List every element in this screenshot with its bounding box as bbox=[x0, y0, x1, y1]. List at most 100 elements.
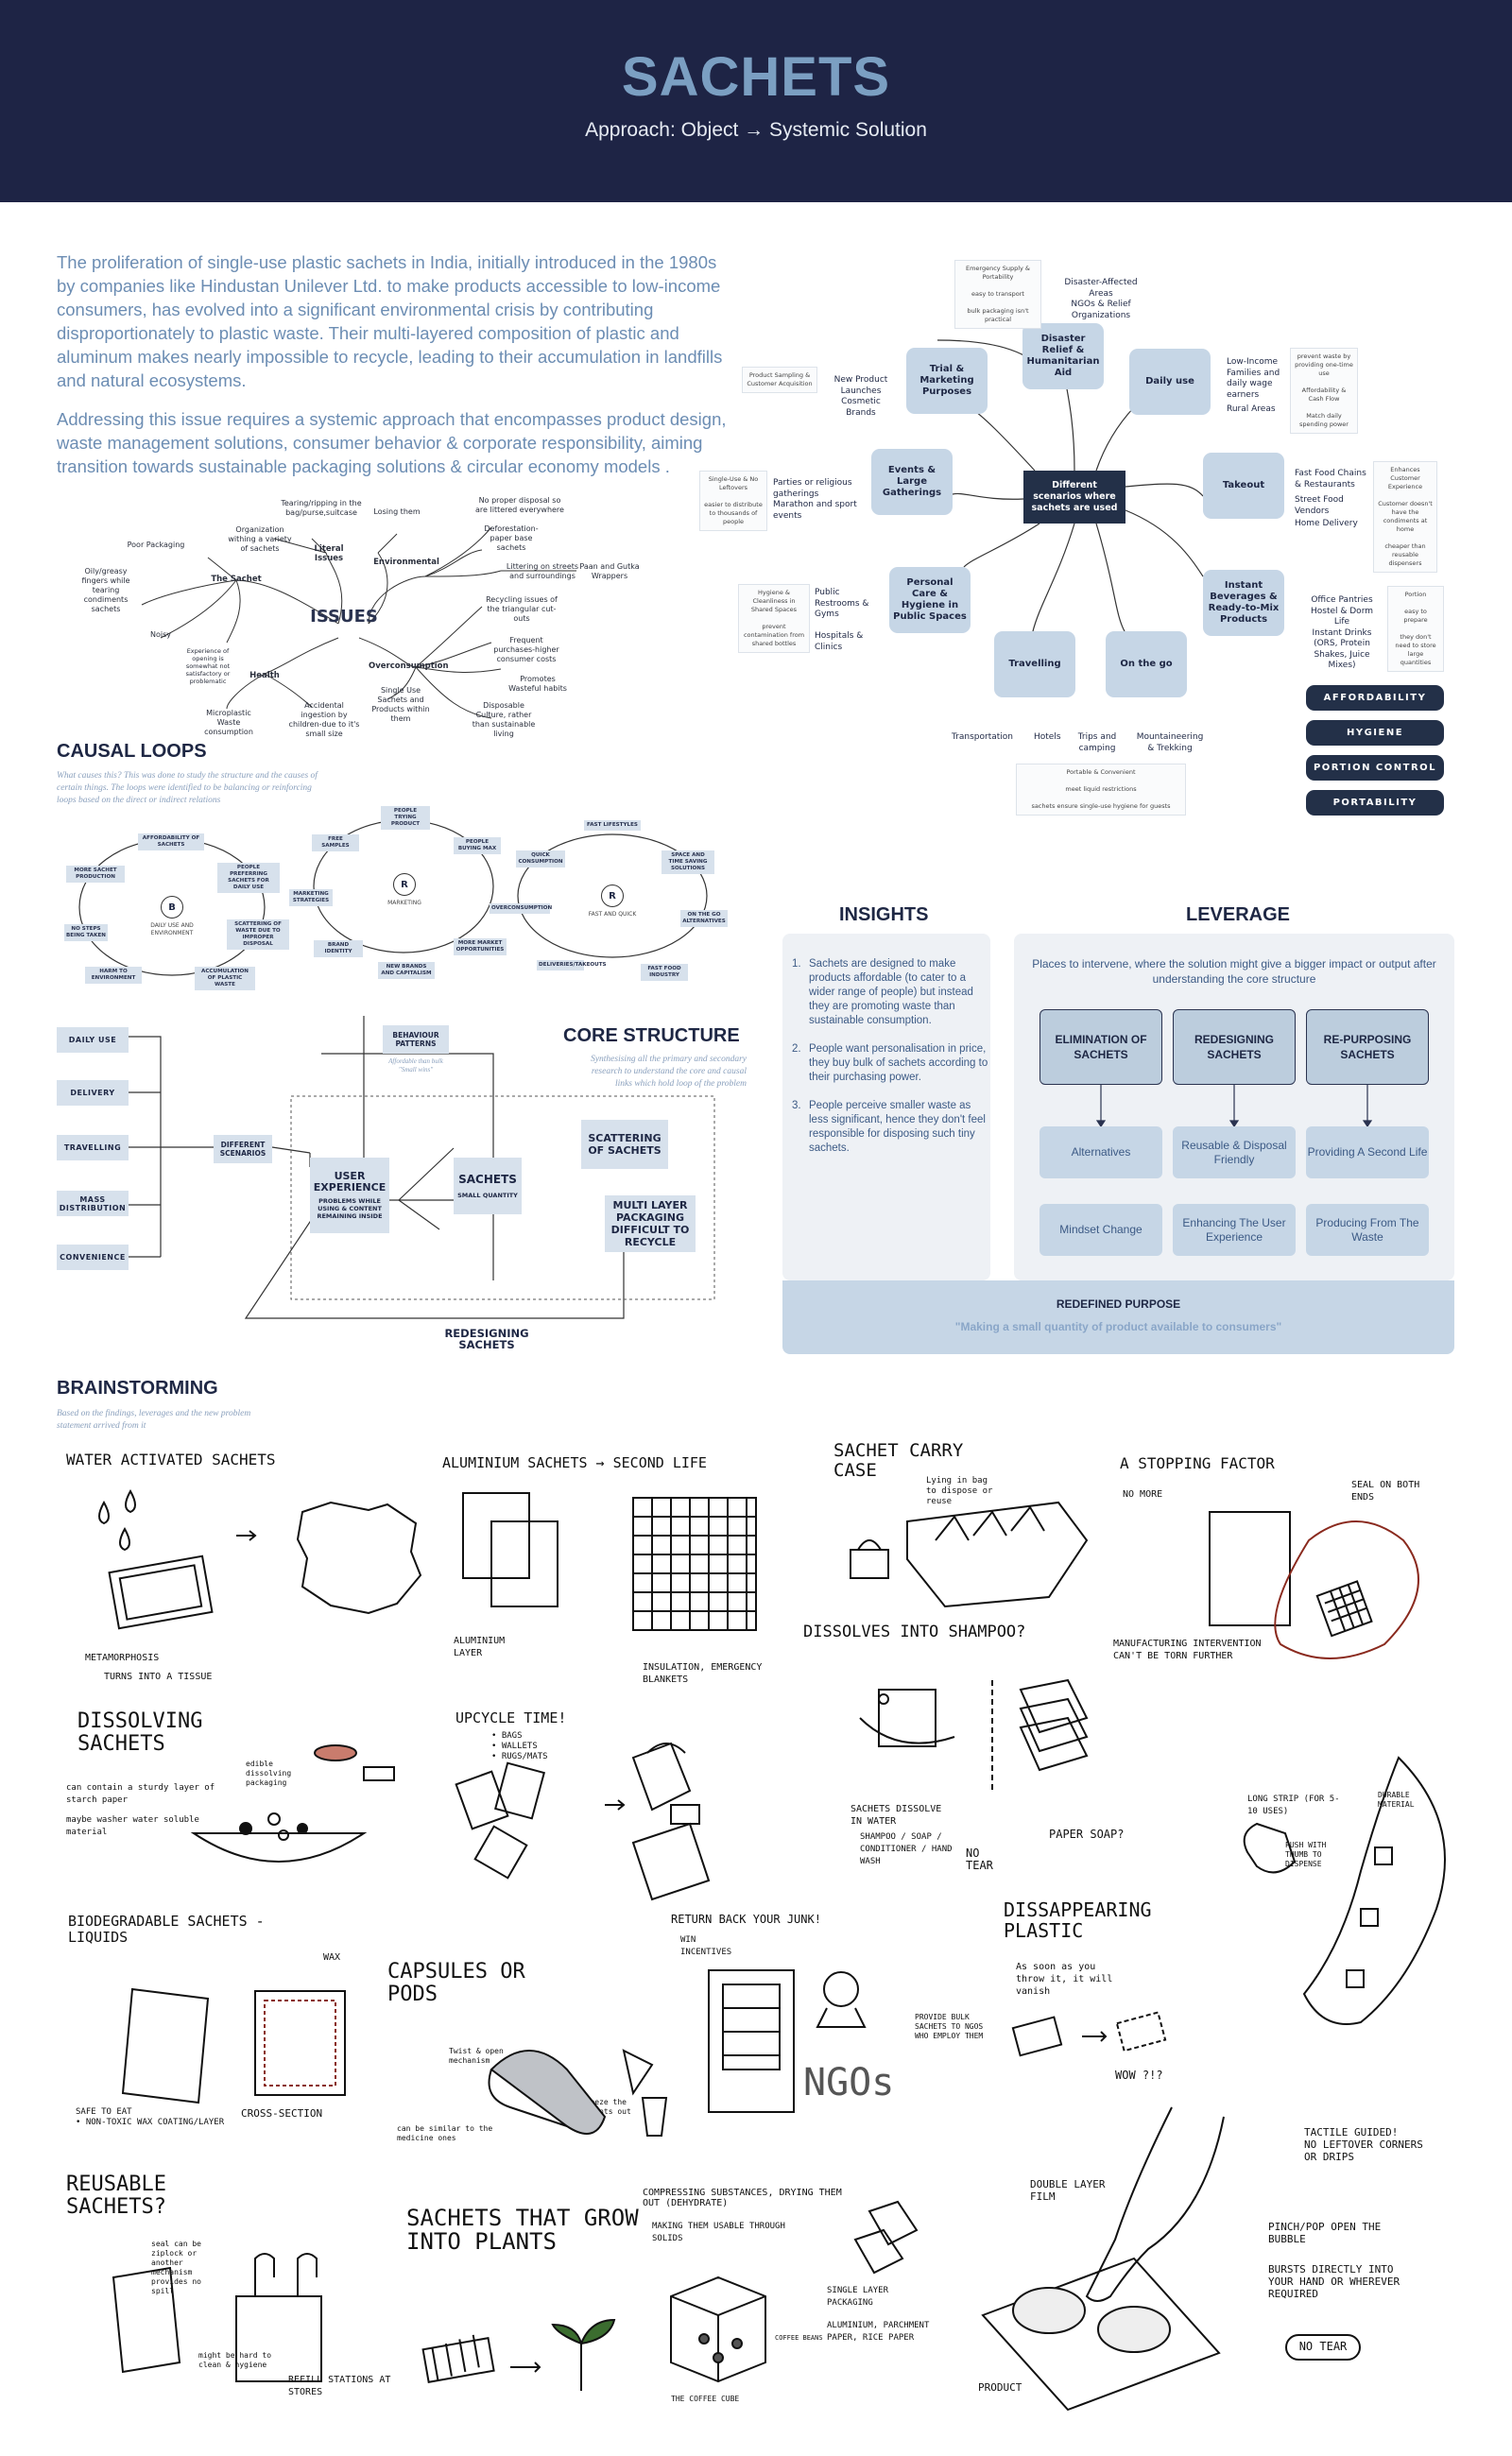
sketch-grow-title: SACHETS THAT GROW INTO PLANTS bbox=[406, 2205, 639, 2256]
core-side-travelling: TRAVELLING bbox=[57, 1135, 129, 1160]
scenario-label-hotels: Hotels bbox=[1034, 732, 1061, 742]
sketch-double-layer-note: DOUBLE LAYER FILM bbox=[1030, 2178, 1106, 2203]
core-user-experience-title: USER EXPERIENCE bbox=[313, 1170, 387, 1194]
scenario-label-daily-2: Rural Areas bbox=[1227, 404, 1276, 414]
sketch-dissolving-drawing bbox=[190, 1744, 395, 1863]
intro-text: The proliferation of single-use plastic … bbox=[57, 250, 728, 493]
issues-leaf-paan: Paan and Gutka Wrappers bbox=[579, 562, 640, 580]
core-multi-layer: MULTI LAYER PACKAGING DIFFICULT TO RECYC… bbox=[605, 1195, 696, 1252]
sketch-alu-drawing bbox=[462, 1492, 757, 1631]
scenario-label-takeout-1: Fast Food Chains & Restaurants bbox=[1295, 469, 1366, 489]
loop3-caption: FAST AND QUICK bbox=[588, 911, 637, 918]
causal-loops-title: CAUSAL LOOPS bbox=[57, 741, 207, 762]
sketch-reusable-drawing bbox=[112, 2253, 322, 2382]
sketch-single-layer-note-1: SINGLE LAYER PACKAGING bbox=[827, 2286, 889, 2308]
loop3-node: FAST FOOD INDUSTRY bbox=[641, 964, 688, 981]
intro-paragraph-1: The proliferation of single-use plastic … bbox=[57, 252, 723, 390]
page-title: SACHETS bbox=[621, 46, 891, 108]
core-different-scenarios: DIFFERENT SCENARIOS bbox=[214, 1135, 272, 1163]
sketch-single-layer-drawing bbox=[853, 2200, 919, 2275]
loop1-node: MORE SACHET PRODUCTION bbox=[66, 866, 125, 883]
sketch-reusable-title: REUSABLE SACHETS? bbox=[66, 2173, 166, 2220]
scenario-daily-use: Daily use bbox=[1129, 349, 1211, 415]
scenario-label-takeout-3: Home Delivery bbox=[1295, 519, 1358, 528]
scenarios-center-node: Different scenarios where sachets are us… bbox=[1023, 471, 1125, 524]
core-sachets-sub: SMALL QUANTITY bbox=[457, 1192, 518, 1199]
issues-mindmap: ISSUES The Sachet Literal Issues Environ… bbox=[81, 482, 728, 738]
issues-leaf-disposable: Disposable Culture, rather than sustaina… bbox=[472, 701, 536, 738]
loop3-node: DELIVERIES/TAKEOUTS bbox=[537, 960, 607, 970]
leverage-user-experience: Enhancing The User Experience bbox=[1173, 1204, 1296, 1256]
sketch-strip-note-3: PUSH WITH THUMB TO DISPENSE bbox=[1285, 1841, 1327, 1868]
sketch-grow-drawing bbox=[421, 2318, 616, 2392]
scenario-events: Events & Large Gatherings bbox=[871, 449, 953, 515]
scenario-note-travel: Portable & Convenient meet liquid restri… bbox=[1016, 764, 1186, 816]
sketch-bubble-drawing bbox=[981, 2106, 1225, 2412]
scenario-travelling: Travelling bbox=[994, 631, 1075, 697]
scenario-on-the-go: On the go bbox=[1106, 631, 1187, 697]
loop1-node: HARM TO ENVIRONMENT bbox=[85, 967, 142, 984]
scenario-label-trips: Trips and camping bbox=[1077, 732, 1117, 753]
sketch-stopping-note-2: SEAL ON BOTH ENDS bbox=[1351, 1480, 1420, 1503]
loop3-node: QUICK CONSUMPTION bbox=[516, 850, 565, 867]
loop3-node: ON THE GO ALTERNATIVES bbox=[680, 910, 728, 927]
sketch-bio-title: BIODEGRADABLE SACHETS - LIQUIDS bbox=[68, 1913, 265, 1946]
sketch-carry-drawing bbox=[850, 1501, 1089, 1608]
issues-leaf-littering: Littering on streets and surroundings bbox=[506, 562, 579, 580]
loop2-node: BRAND IDENTITY bbox=[314, 940, 363, 957]
leverage-title: LEVERAGE bbox=[1186, 904, 1291, 925]
sketch-shampoo-title: DISSOLVES INTO SHAMPOO? bbox=[803, 1623, 1026, 1641]
leverage-mindset: Mindset Change bbox=[1040, 1204, 1162, 1256]
loop3-node: OVERCONSUMPTION bbox=[490, 903, 552, 914]
sketch-capsules-note-2: Squeeze the contents out bbox=[576, 2098, 631, 2116]
scenario-note-disaster: Emergency Supply & Portability easy to t… bbox=[954, 260, 1041, 329]
insight-text: Sachets are designed to make products af… bbox=[809, 958, 973, 1026]
issues-leaf-single-use: Single Use Sachets and Products within t… bbox=[371, 686, 430, 723]
sketch-compress-note-2: COFFEE BEANS bbox=[775, 2334, 823, 2342]
sketch-return-title: RETURN BACK YOUR JUNK! bbox=[671, 1913, 821, 1926]
core-sachets-title: SACHETS bbox=[458, 1173, 517, 1186]
sketch-stopping-title: A STOPPING FACTOR bbox=[1120, 1454, 1275, 1472]
pill-affordability: AFFORDABILITY bbox=[1306, 685, 1444, 711]
insights-title: INSIGHTS bbox=[839, 904, 929, 925]
scenario-note-trial: Product Sampling & Customer Acquisition bbox=[742, 367, 817, 393]
sketch-alu-note-1: ALUMINIUM LAYER bbox=[454, 1636, 506, 1658]
sketch-alu-note-2: INSULATION, EMERGENCY BLANKETS bbox=[643, 1662, 763, 1685]
sketch-alu-title: ALUMINIUM SACHETS → SECOND LIFE bbox=[442, 1454, 707, 1471]
sketch-notear-badge: NO TEAR bbox=[1285, 2334, 1361, 2361]
scenario-label-transport: Transportation bbox=[952, 732, 1013, 742]
sketch-bio-note-2: SAFE TO EAT • NON-TOXIC WAX COATING/LAYE… bbox=[76, 2107, 225, 2127]
brainstorming-subtitle: Based on the findings, leverages and the… bbox=[57, 1409, 251, 1431]
pill-hygiene: HYGIENE bbox=[1306, 720, 1444, 746]
leverage-description: Places to intervene, where the solution … bbox=[1032, 957, 1436, 986]
scenario-label-takeout-2: Street Food Vendors bbox=[1295, 495, 1344, 516]
issues-connectors bbox=[141, 526, 576, 719]
sketch-dissolving-note-3: edible dissolving packaging bbox=[246, 1760, 292, 1787]
sketch-reusable-note-1: seal can be ziplock or another mechanism… bbox=[151, 2240, 201, 2295]
scenarios-diagram: Different scenarios where sachets are us… bbox=[699, 255, 1455, 822]
sketch-disappearing-title: DISSAPPEARING PLASTIC bbox=[1004, 1898, 1152, 1942]
sketch-shampoo-note-4: PAPER SOAP? bbox=[1049, 1828, 1125, 1841]
leverage-producing-waste: Producing From The Waste bbox=[1306, 1204, 1429, 1256]
core-side-delivery: DELIVERY bbox=[57, 1080, 129, 1106]
issues-leaf-experience: Experience of opening is somewhat not sa… bbox=[185, 647, 231, 685]
core-sachets-node: SACHETS SMALL QUANTITY bbox=[454, 1158, 522, 1214]
leverage-second-life: Providing A Second Life bbox=[1306, 1126, 1429, 1178]
insights-panel bbox=[782, 934, 990, 1280]
sketch-capsules-note-3: can be similar to the medicine ones bbox=[397, 2124, 493, 2142]
scenario-note-personal: Hygiene & Cleanliness in Shared Spaces p… bbox=[738, 584, 810, 653]
sketch-stopping-note-3: MANUFACTURING INTERVENTION CAN'T BE TORN… bbox=[1113, 1639, 1262, 1661]
loop3-node: FAST LIFESTYLES bbox=[584, 820, 641, 831]
redefined-purpose-quote: "Making a small quantity of product avai… bbox=[954, 1320, 1282, 1333]
scenario-label-instant: Office Pantries Hostel & Dorm Life Insta… bbox=[1310, 595, 1373, 670]
scenario-label-daily-1: Low-Income Families and daily wage earne… bbox=[1227, 357, 1280, 400]
leverage-head-elimination: ELIMINATION OF SACHETS bbox=[1040, 1009, 1162, 1085]
sketch-compress-note-1: MAKING THEM USABLE THROUGH SOLIDS bbox=[652, 2222, 785, 2243]
scenario-note-takeout: Enhances Customer Experience Customer do… bbox=[1373, 461, 1437, 573]
sketch-dissolving-note-2: maybe washer water soluble material bbox=[66, 1815, 199, 1837]
loop2-node: NEW BRANDS AND CAPITALISM bbox=[378, 962, 435, 979]
sketch-dissolving-title: DISSOLVING SACHETS bbox=[77, 1709, 203, 1757]
scenario-note-instant: Portion easy to prepare they don't need … bbox=[1387, 586, 1444, 672]
scenario-instant-beverages: Instant Beverages & Ready-to-Mix Product… bbox=[1203, 570, 1284, 636]
loop3-reinforcing-icon: R bbox=[601, 885, 624, 907]
